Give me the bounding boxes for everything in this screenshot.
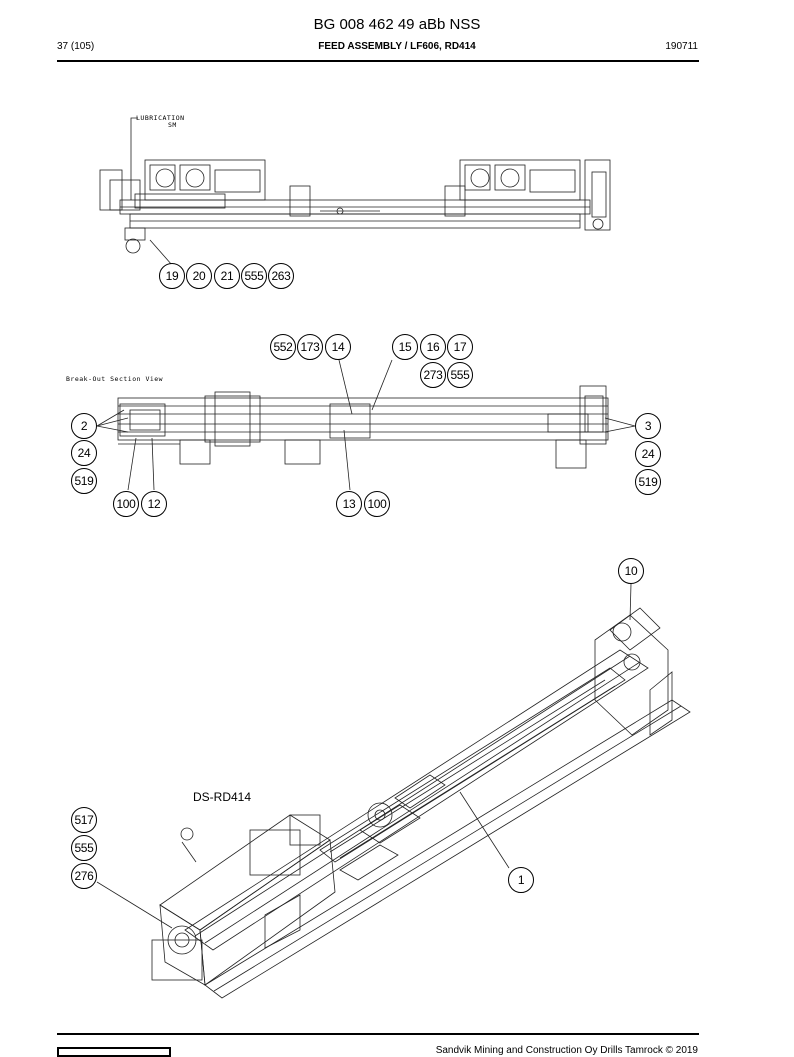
section-view-drawing — [96, 359, 636, 491]
model-label: DS-RD414 — [193, 790, 252, 804]
callout-273: 273 — [420, 362, 446, 388]
company-logo — [57, 1047, 171, 1057]
callout-517: 517 — [71, 807, 97, 833]
callout-519: 519 — [635, 469, 661, 495]
isometric-drawing — [96, 583, 691, 999]
callout-13: 13 — [336, 491, 362, 517]
callout-14: 14 — [325, 334, 351, 360]
callout-263: 263 — [268, 263, 294, 289]
footer-rule — [57, 1033, 699, 1035]
callout-19: 19 — [159, 263, 185, 289]
callout-17: 17 — [447, 334, 473, 360]
callout-2: 2 — [71, 413, 97, 439]
callout-10: 10 — [618, 558, 644, 584]
callout-20: 20 — [186, 263, 212, 289]
callout-24: 24 — [635, 441, 661, 467]
top-view-drawing — [99, 117, 611, 266]
section-title: FEED ASSEMBLY / LF606, RD414 — [318, 41, 476, 52]
section-view-label: Break-Out Section View — [66, 375, 164, 383]
header-rule — [57, 60, 699, 62]
callout-3: 3 — [635, 413, 661, 439]
callout-555: 555 — [71, 835, 97, 861]
callout-12: 12 — [141, 491, 167, 517]
revision-date: 190711 — [665, 41, 698, 52]
callout-173: 173 — [297, 334, 323, 360]
callout-276: 276 — [71, 863, 97, 889]
lubrication-note: LUBRICATION — [136, 114, 185, 122]
callout-555: 555 — [447, 362, 473, 388]
callout-15: 15 — [392, 334, 418, 360]
callout-519: 519 — [71, 468, 97, 494]
callout-1: 1 — [508, 867, 534, 893]
callout-24: 24 — [71, 440, 97, 466]
callout-100: 100 — [113, 491, 139, 517]
page-number: 37 (105) — [57, 41, 95, 52]
copyright-text: Sandvik Mining and Construction Oy Drill… — [435, 1045, 698, 1056]
sm-note: SM — [168, 121, 177, 129]
callout-555: 555 — [241, 263, 267, 289]
callout-16: 16 — [420, 334, 446, 360]
callout-552: 552 — [270, 334, 296, 360]
callout-21: 21 — [214, 263, 240, 289]
callout-100: 100 — [364, 491, 390, 517]
document-code: BG 008 462 49 aBb NSS — [313, 16, 481, 33]
